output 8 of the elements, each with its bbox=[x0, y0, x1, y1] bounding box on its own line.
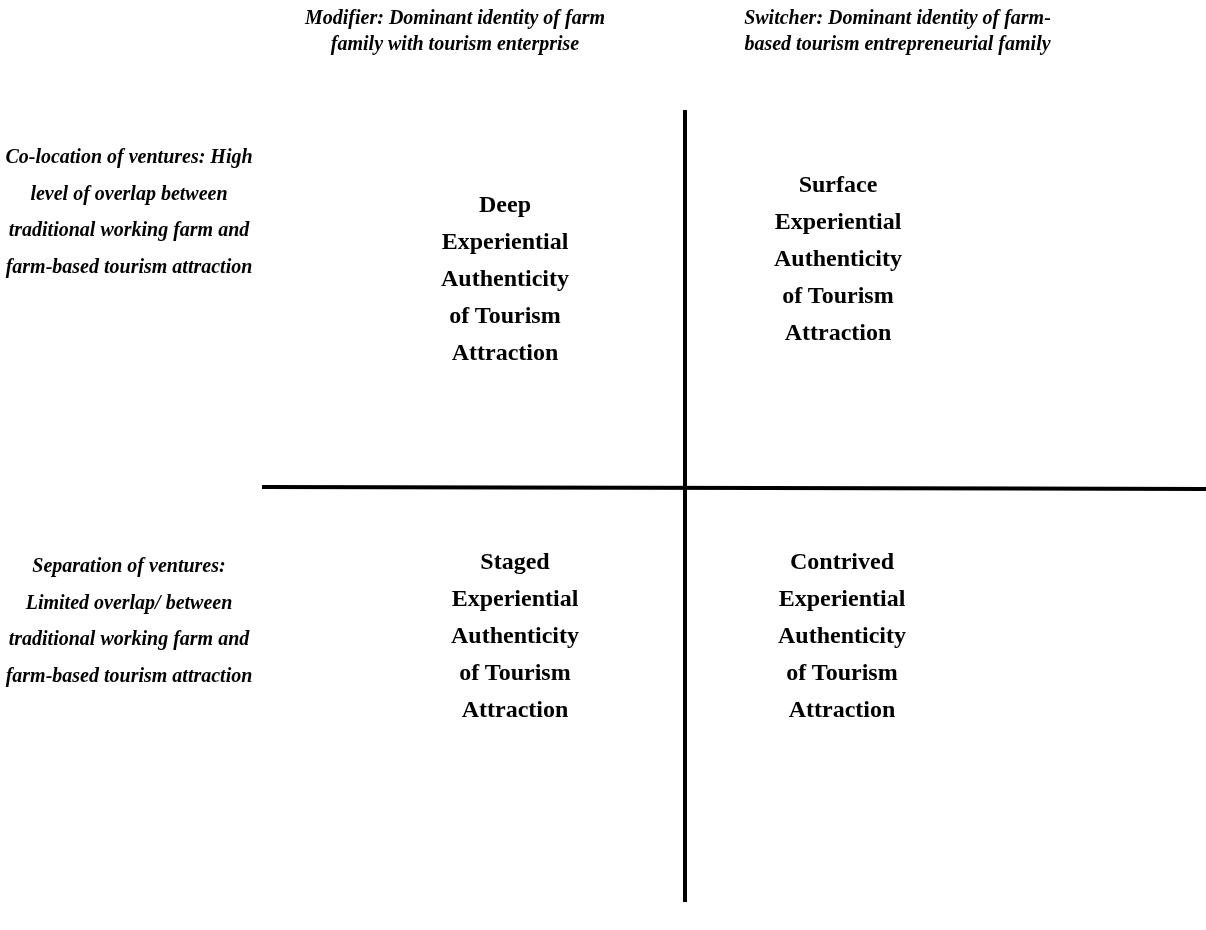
quadrant-label: Staged Experiential Authenticity of Tourism Attraction bbox=[451, 547, 579, 724]
quadrant-label: Contrived Experiential Authenticity of Tourism Attraction bbox=[778, 547, 906, 724]
row-header: Co-location of ventures: High level of overlap between traditional working farm and farm-based tourism attraction bbox=[4, 144, 254, 280]
column-header: Switcher: Dominant identity of farm-based tourism entrepreneurial family bbox=[743, 5, 1052, 56]
column-header: Modifier: Dominant identity of farm family with tourism enterprise bbox=[304, 5, 606, 56]
quadrant-label: Deep Experiential Authenticity of Tourism Attraction bbox=[441, 190, 569, 367]
quadrant-label: Surface Experiential Authenticity of Tourism Attraction bbox=[774, 170, 902, 347]
row-header: Separation of ventures: Limited overlap/ between traditional working farm and farm-based tourism attraction bbox=[4, 553, 254, 689]
